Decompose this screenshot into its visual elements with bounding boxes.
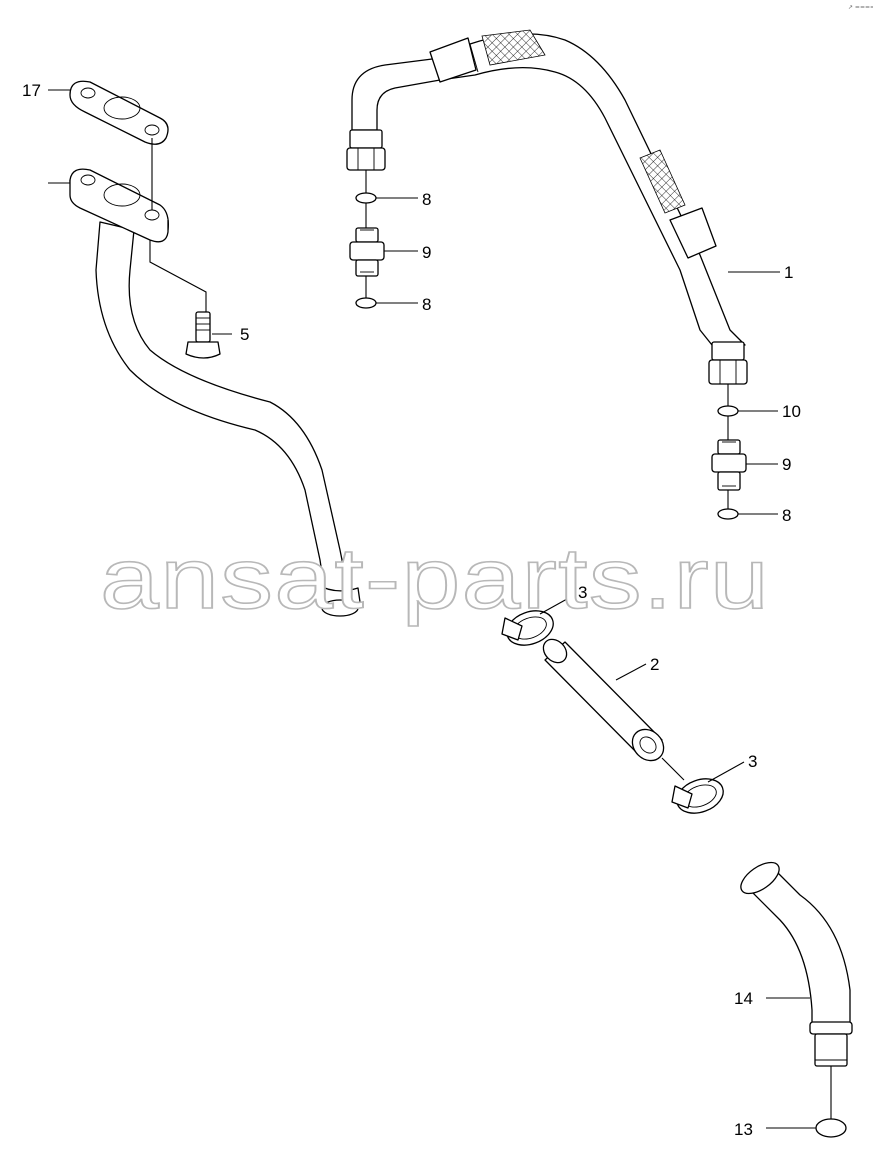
part-10-oring: [717, 405, 739, 417]
callout-14: 14: [734, 989, 753, 1008]
callout-8-b: 8: [422, 295, 431, 314]
leader-lines: [48, 89, 832, 1129]
part-2-hose: [542, 638, 665, 762]
callout-13: 13: [734, 1120, 753, 1139]
part-15-gasket: [69, 80, 169, 145]
callout-5: 5: [240, 325, 249, 344]
part-17-pipe-flange: [69, 168, 361, 617]
callout-3-a: 3: [578, 583, 587, 602]
callout-15: 17: [22, 81, 41, 100]
callout-2: 2: [650, 655, 659, 674]
callout-3-b: 3: [748, 752, 757, 771]
callout-labels: 17 5 8 9 8 1 10 9 8 3 2 3 14 13: [22, 81, 801, 1139]
part-9-adapter-b: [711, 439, 747, 491]
part-5-bolt: [185, 311, 221, 359]
part-1-hose: [346, 29, 748, 385]
callout-9-a: 9: [422, 243, 431, 262]
part-3-clamp-a: [501, 610, 554, 646]
callout-8-c: 8: [782, 506, 791, 525]
callout-1: 1: [784, 263, 793, 282]
part-8-oring-b: [355, 297, 377, 309]
callout-10: 10: [782, 402, 801, 421]
part-3-clamp-b: [671, 778, 724, 814]
watermark: ansat-parts.ru: [100, 531, 770, 627]
callout-9-b: 9: [782, 455, 791, 474]
corner-mark: ↗ ====: [848, 4, 873, 11]
part-9-adapter-a: [349, 227, 385, 277]
part-13-oring: [815, 1118, 847, 1138]
callout-8-a: 8: [422, 190, 431, 209]
part-8-oring-c: [717, 508, 739, 520]
part-8-oring-a: [355, 192, 377, 204]
part-14-elbow: [740, 861, 853, 1067]
